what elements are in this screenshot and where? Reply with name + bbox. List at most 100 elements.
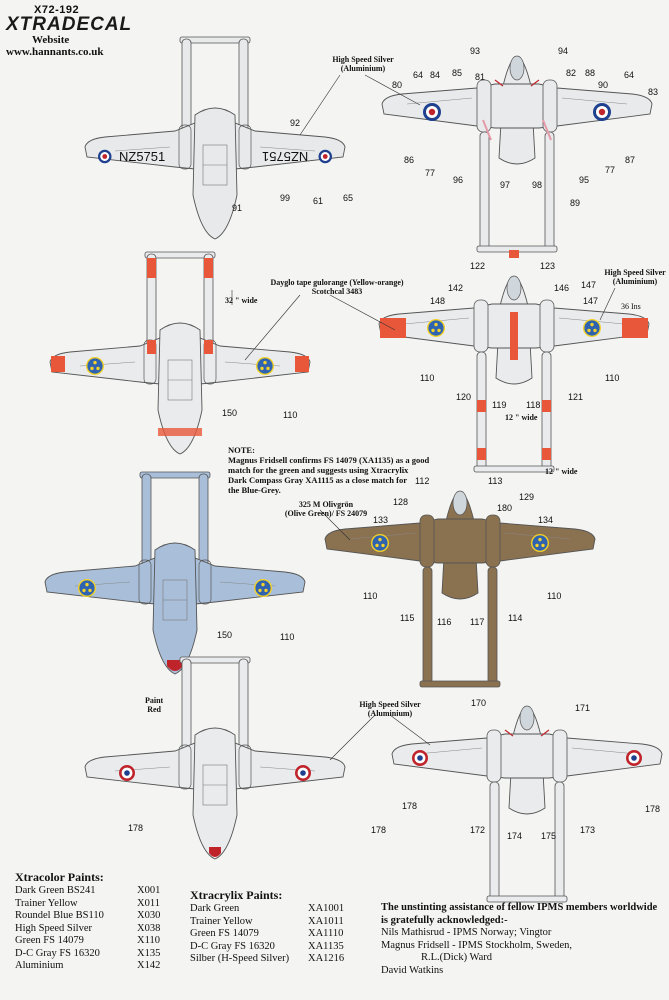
- decal-number: 84: [430, 70, 441, 80]
- decal-number: 110: [283, 410, 298, 420]
- decal-number: 64: [624, 70, 635, 80]
- decal-number: 178: [371, 825, 387, 835]
- decal-number: 117: [470, 617, 485, 627]
- decal-number: 133: [373, 515, 389, 525]
- decal-number: 77: [425, 168, 436, 178]
- decal-number: 128: [393, 497, 409, 507]
- decal-number: 110: [547, 591, 562, 601]
- decal-number: 173: [580, 825, 596, 835]
- decal-number: 89: [570, 198, 581, 208]
- callout-high-speed-silver-3: High Speed Silver (Aluminium): [359, 700, 421, 718]
- callout-12-wide-b: 12 " wide: [545, 467, 578, 476]
- decal-number: 88: [585, 68, 596, 78]
- decal-number: 95: [579, 175, 590, 185]
- decal-number: 129: [519, 492, 535, 502]
- decal-number: 99: [280, 193, 291, 203]
- decal-number: 118: [526, 400, 541, 410]
- top-dayglo-swe: [378, 250, 650, 473]
- decal-number: 112: [415, 476, 430, 486]
- decal-number: 61: [313, 196, 324, 206]
- callout-paint-red: Paint Red: [145, 696, 164, 714]
- decal-number: 90: [598, 80, 609, 90]
- callout-high-speed-silver-1: High Speed Silver (Aluminium): [332, 55, 394, 73]
- top-silver-raf: [381, 55, 653, 253]
- decal-number: 77: [605, 165, 616, 175]
- decal-number: 82: [566, 68, 577, 78]
- callout-36-ins: 36 Ins: [621, 302, 641, 311]
- decal-number: 94: [558, 46, 569, 56]
- decal-number: 178: [402, 801, 418, 811]
- xtracolor-title: Xtracolor Paints:: [15, 870, 104, 884]
- brand-logo: XTRADECAL: [6, 14, 133, 35]
- decal-number: 85: [452, 68, 463, 78]
- acknowledgement: The unstinting assistance of fellow IPMS…: [381, 902, 658, 976]
- decal-number: 93: [470, 46, 481, 56]
- decal-number: 87: [625, 155, 636, 165]
- callout-olive: 325 M Olivgrön (Olive Green)/ FS 24079: [284, 500, 368, 518]
- decal-number: 150: [222, 408, 238, 418]
- decal-number: 80: [392, 80, 403, 90]
- decal-number: 120: [456, 392, 472, 402]
- decal-number: 150: [217, 630, 233, 640]
- decal-number: 64: [413, 70, 424, 80]
- decal-number: 123: [540, 261, 556, 271]
- underside-silver-nz: [84, 36, 346, 240]
- decal-number: 114: [508, 613, 523, 623]
- decal-number: 65: [343, 193, 354, 203]
- decal-number: 178: [128, 823, 144, 833]
- decal-number: 98: [532, 180, 543, 190]
- decal-number: 147: [583, 296, 599, 306]
- callout-dayglo: Dayglo tape gulorange (Yellow-orange) Sc…: [270, 278, 404, 296]
- xtracrylix-title: Xtracrylix Paints:: [190, 888, 283, 902]
- leader-lines: [231, 74, 616, 761]
- decal-number: 110: [280, 632, 295, 642]
- paint-row: Silber (H-Speed Silver)XA1216: [190, 953, 345, 964]
- sheet-code: X72-192: [34, 4, 80, 16]
- decal-number: 116: [437, 617, 452, 627]
- decal-number: 86: [404, 155, 415, 165]
- decal-number: 121: [568, 392, 584, 402]
- decal-number: 134: [538, 515, 554, 525]
- decal-number: 174: [507, 831, 523, 841]
- top-silver-fr: [391, 705, 663, 903]
- decal-number: 83: [648, 87, 659, 97]
- serial-label-right: NZ5751: [262, 149, 309, 164]
- callout-32-wide: 32 " wide: [225, 296, 258, 305]
- underside-bluegrey-swe: [44, 471, 306, 675]
- decal-number: 146: [554, 283, 570, 293]
- decal-number: 147: [581, 280, 597, 290]
- website-label: Website: [32, 34, 70, 46]
- decal-number: 96: [453, 175, 464, 185]
- decal-number: 113: [488, 476, 503, 486]
- decal-number: 115: [400, 613, 415, 623]
- decal-number: 92: [290, 118, 301, 128]
- note-block: NOTE: Magnus Fridsell confirms FS 14079 …: [228, 445, 430, 495]
- decal-number: 97: [500, 180, 511, 190]
- decal-number: 171: [575, 703, 591, 713]
- callout-high-speed-silver-2: High Speed Silver (Aluminium): [604, 268, 666, 286]
- underside-silver-fr: [84, 656, 346, 860]
- decal-number: 110: [605, 373, 620, 383]
- decal-number: 142: [448, 283, 464, 293]
- decal-number: 180: [497, 503, 513, 513]
- header: X72-192 XTRADECAL Website www.hannants.c…: [6, 4, 156, 58]
- decal-number: 148: [430, 296, 446, 306]
- decal-number: 110: [420, 373, 435, 383]
- callout-12-wide-a: 12 " wide: [505, 413, 538, 422]
- decal-number: 91: [232, 203, 243, 213]
- serial-label-left: NZ5751: [119, 149, 166, 164]
- decal-number: 122: [470, 261, 486, 271]
- underside-dayglo-swe: [49, 251, 311, 455]
- website-url[interactable]: www.hannants.co.uk: [6, 46, 104, 58]
